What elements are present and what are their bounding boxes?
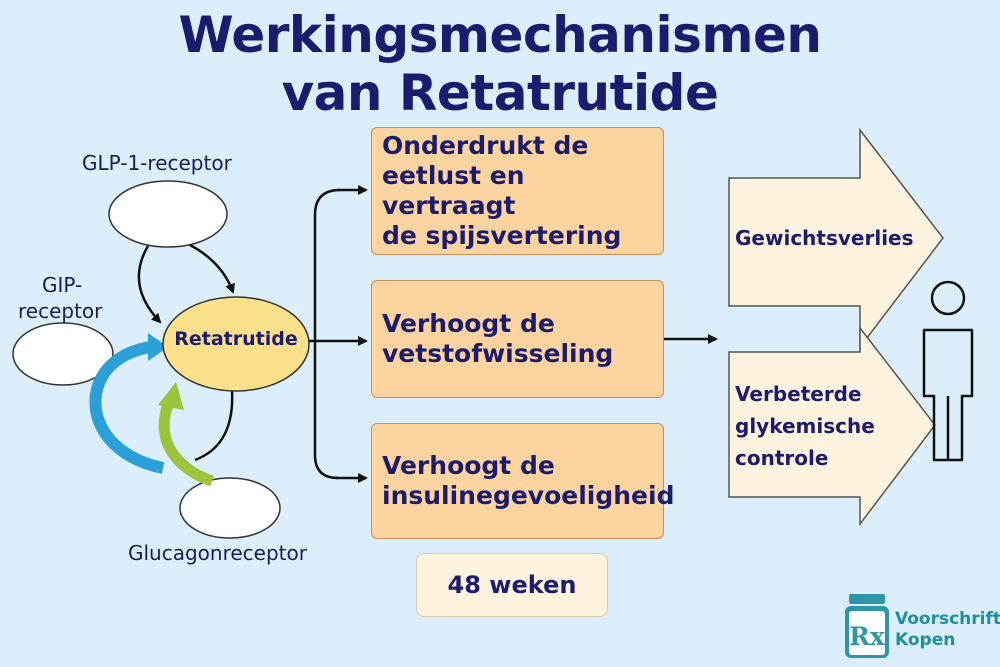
glycemic-control-label: Verbeterde glykemische controle (735, 378, 875, 474)
gip-blue-arrowhead (148, 333, 168, 361)
glp1-arrow-right (189, 243, 235, 294)
effect-3-line-2: insulinegevoeligheid (382, 481, 675, 510)
glycemic-arrow-shape (728, 325, 936, 527)
gip-receptor-ellipse (12, 322, 114, 386)
page-title: Werkingsmechanismen van Retatrutide (0, 6, 1000, 122)
gip-label-line-1: GIP- (42, 273, 83, 297)
glucagon-receptor-label: Glucagonreceptor (128, 541, 307, 565)
brand-line-1: Voorschrift (895, 609, 1000, 629)
glucagon-green-arrowhead (158, 382, 184, 410)
brand-logo-glyph: Rx (849, 622, 886, 651)
effect-1-line-1: Onderdrukt de (382, 131, 589, 160)
brand-logo-icon: Rx (845, 594, 889, 658)
glycemic-line-2: glykemische (735, 414, 875, 438)
glycemic-line-1: Verbeterde (735, 382, 862, 406)
brand-line-2: Kopen (895, 630, 956, 650)
effect-1-line-2: eetlust en vertraagt (382, 161, 525, 220)
effect-box-appetite: Onderdrukt de eetlust en vertraagt de sp… (371, 127, 664, 255)
effect-3-line-1: Verhoogt de (382, 451, 555, 480)
gip-label-line-2: receptor (18, 299, 103, 323)
title-line-1: Werkingsmechanismen (178, 6, 822, 64)
glp1-arrow-left (137, 245, 162, 324)
duration-badge: 48 weken (416, 553, 608, 617)
gip-receptor-label: GIP- receptor (18, 272, 102, 324)
effect-2-line-2: vetstofwisseling (382, 339, 614, 368)
effect-2-line-1: Verhoogt de (382, 309, 555, 338)
gip-blue-arc (89, 341, 165, 474)
weight-loss-label: Gewichtsverlies (735, 226, 914, 250)
center-down-curve (194, 389, 234, 462)
weight-loss-arrow-shape (728, 127, 944, 350)
person-icon (922, 280, 974, 462)
branch-trunk (313, 188, 341, 480)
title-line-2: van Retatrutide (281, 64, 719, 122)
brand-name: Voorschrift Kopen (895, 609, 1000, 651)
effect-box-insulin: Verhoogt de insulinegevoeligheid (371, 423, 674, 539)
effect-1-line-3: de spijsvertering (382, 221, 622, 250)
retatrutide-ellipse (162, 296, 310, 392)
glucagon-green-arc (158, 397, 214, 487)
glp1-receptor-ellipse (108, 180, 228, 248)
glp1-receptor-label: GLP-1-receptor (82, 151, 232, 175)
retatrutide-label: Retatrutide (174, 328, 298, 350)
effect-box-metabolism: Verhoogt de vetstofwisseling (371, 280, 664, 398)
glucagon-receptor-ellipse (179, 477, 281, 539)
glycemic-line-3: controle (735, 446, 829, 470)
